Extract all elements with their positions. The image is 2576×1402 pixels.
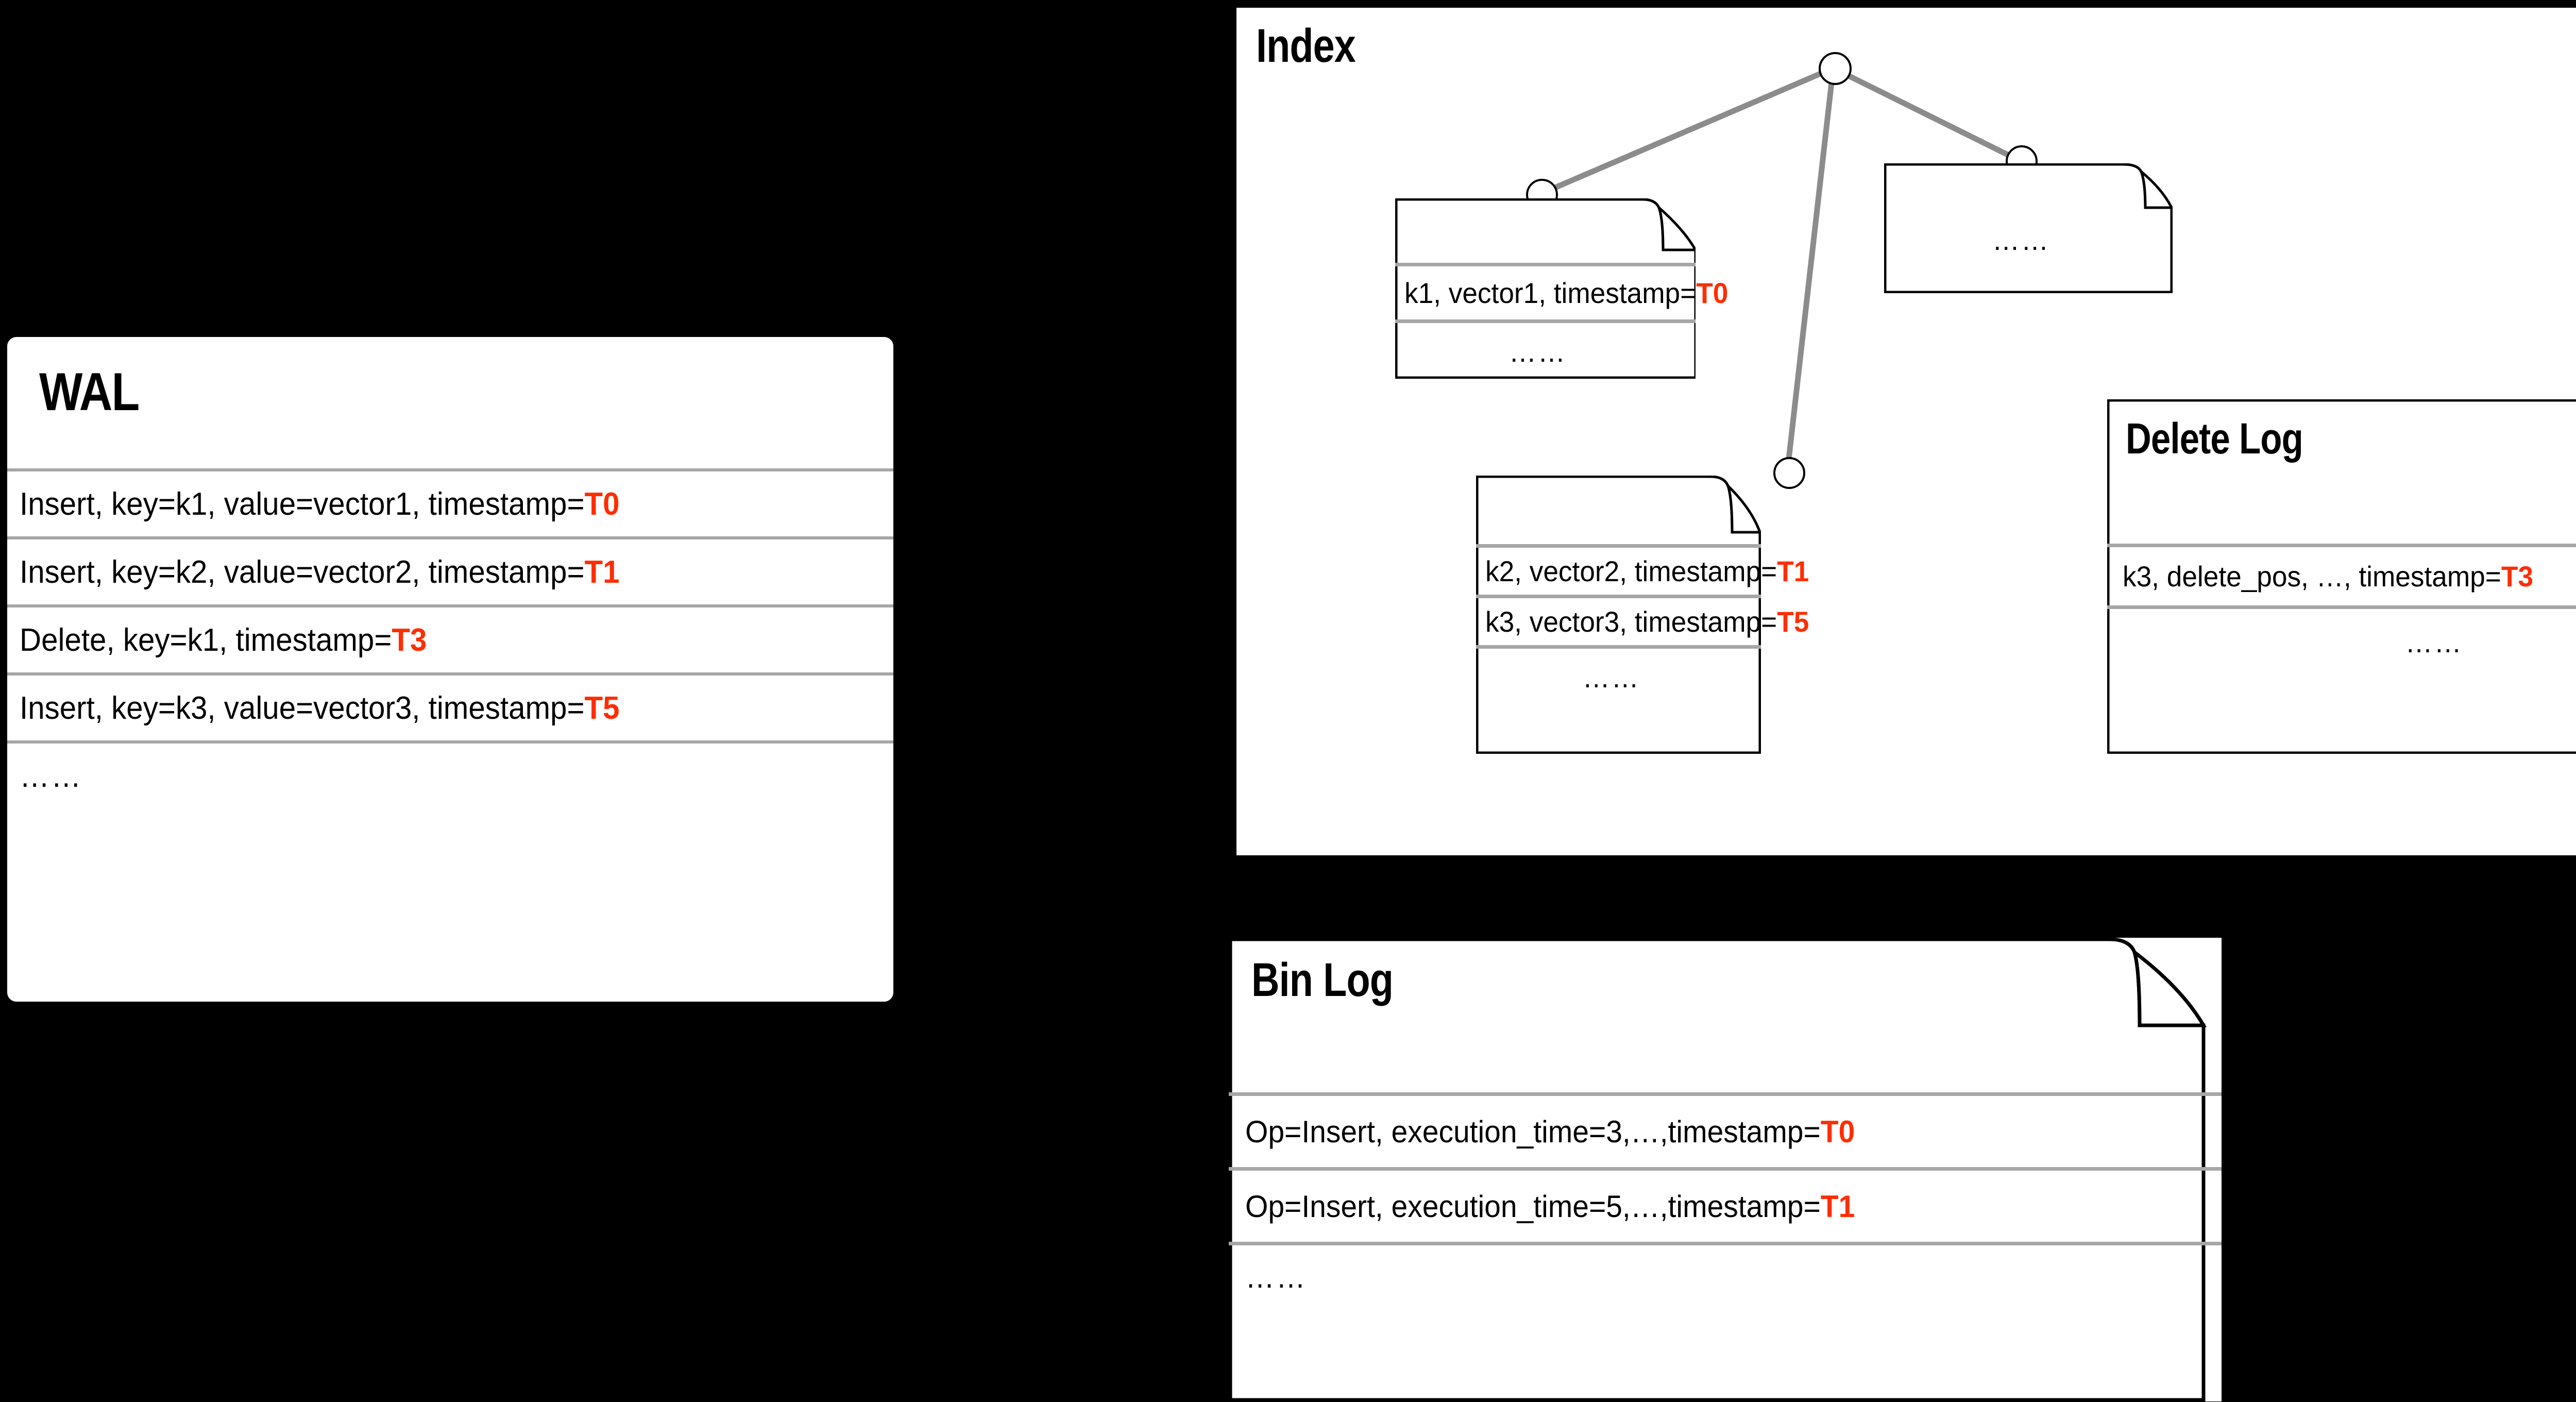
tree-node-root[interactable] <box>1819 52 1852 85</box>
delete-log-title: Delete Log <box>2126 414 2303 463</box>
wal-row: Insert, key=k3, value=vector3, timestamp… <box>7 672 893 740</box>
wal-panel: WAL Insert, key=k1, value=vector1, times… <box>5 335 895 1004</box>
timestamp-badge: T0 <box>584 486 620 522</box>
bin-log-row: …… <box>1229 1242 2222 1309</box>
card-row-ellipsis: …… <box>1992 223 2050 256</box>
bin-log-row-ellipsis: …… <box>1245 1260 1307 1294</box>
wal-row: Delete, key=k1, timestamp=T3 <box>7 604 893 672</box>
card-row: k1, vector1, timestamp=T0 <box>1395 263 1728 319</box>
wal-row-text: Insert, key=k1, value=vector1, timestamp… <box>20 486 620 522</box>
timestamp-badge: T1 <box>1777 555 1809 587</box>
timestamp-badge: T5 <box>1777 605 1809 638</box>
bin-log-row-text: Op=Insert, execution_time=5,…,timestamp=… <box>1245 1189 1855 1224</box>
index-leaf-card-k2-k3[interactable]: k2, vector2, timestamp=T1 k3, vector3, t… <box>1476 476 1809 754</box>
wal-row-text: Delete, key=k1, timestamp=T3 <box>20 622 427 658</box>
card-row: …… <box>2107 605 2576 675</box>
card-row: k3, delete_pos, …, timestamp=T3 <box>2107 544 2576 605</box>
timestamp-badge: T1 <box>1820 1189 1855 1224</box>
delete-log-card[interactable]: Delete Log k3, delete_pos, …, timestamp=… <box>2107 399 2576 754</box>
folded-page-icon <box>1395 198 1696 379</box>
card-row: …… <box>1476 645 1761 706</box>
card-row: k2, vector2, timestamp=T1 <box>1476 544 1809 595</box>
timestamp-badge: T3 <box>392 622 427 658</box>
card-row-text: k2, vector2, timestamp=T1 <box>1485 555 1809 587</box>
timestamp-badge: T1 <box>584 554 620 590</box>
folded-page-icon <box>1884 163 2173 293</box>
wal-row-text: Insert, key=k3, value=vector3, timestamp… <box>20 690 620 726</box>
tree-node-mid-child[interactable] <box>1773 457 1805 489</box>
bin-log-row-text: Op=Insert, execution_time=3,…,timestamp=… <box>1245 1114 1855 1149</box>
card-row-text: k3, vector3, timestamp=T5 <box>1485 605 1809 638</box>
card-row-ellipsis: …… <box>1582 661 1640 694</box>
bin-log-row: Op=Insert, execution_time=3,…,timestamp=… <box>1229 1092 2222 1167</box>
card-row-ellipsis: …… <box>1509 335 1567 368</box>
wal-row-text: Insert, key=k2, value=vector2, timestamp… <box>20 554 620 590</box>
card-row: k3, vector3, timestamp=T5 <box>1476 595 1809 645</box>
index-panel: Index k1, vector1, timestamp=T0 …… <box>1234 5 2576 858</box>
wal-row: …… <box>7 740 893 808</box>
card-row: …… <box>1884 214 2173 265</box>
timestamp-badge: T0 <box>1820 1114 1855 1149</box>
bin-log-row: Op=Insert, execution_time=5,…,timestamp=… <box>1229 1167 2222 1242</box>
wal-row-list: Insert, key=k1, value=vector1, timestamp… <box>7 468 893 808</box>
bin-log-title: Bin Log <box>1251 954 1394 1006</box>
index-leaf-card-k1[interactable]: k1, vector1, timestamp=T0 …… <box>1395 198 1728 380</box>
card-row-text: k1, vector1, timestamp=T0 <box>1404 277 1728 309</box>
wal-row: Insert, key=k2, value=vector2, timestamp… <box>7 536 893 604</box>
wal-title: WAL <box>39 362 140 422</box>
card-row-ellipsis: …… <box>2405 626 2463 658</box>
index-title: Index <box>1256 20 1356 72</box>
wal-row: Insert, key=k1, value=vector1, timestamp… <box>7 468 893 536</box>
bin-log-card[interactable]: Bin Log Op=Insert, execution_time=3,…,ti… <box>1229 938 2222 1401</box>
folded-page-icon <box>2107 399 2576 754</box>
timestamp-badge: T0 <box>1696 277 1728 309</box>
index-leaf-card-ellipsis[interactable]: …… <box>1884 163 2173 293</box>
card-row-text: k3, delete_pos, …, timestamp=T3 <box>2123 560 2533 593</box>
wal-row-ellipsis: …… <box>20 758 83 794</box>
timestamp-badge: T5 <box>584 690 620 726</box>
timestamp-badge: T3 <box>2501 560 2533 593</box>
card-row: …… <box>1395 319 1696 380</box>
